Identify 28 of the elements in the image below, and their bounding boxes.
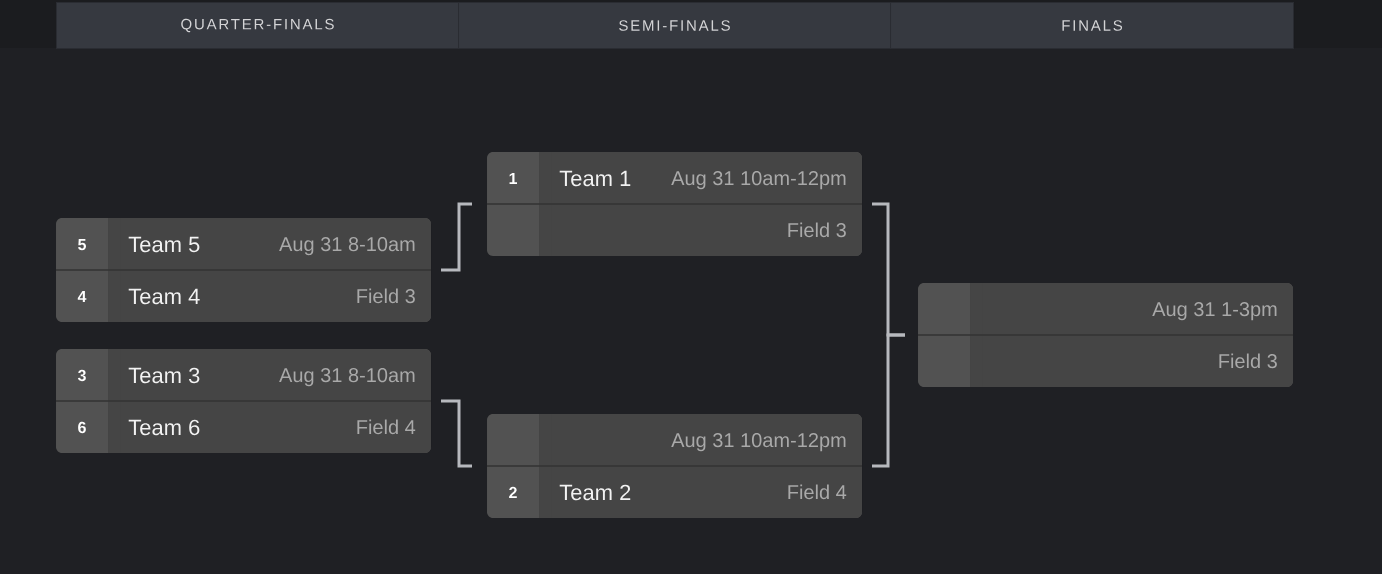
field-name: Field 3 xyxy=(788,222,846,238)
team-name: Team 4 xyxy=(128,288,200,305)
match-time: Aug 31 8-10am xyxy=(279,237,415,256)
field-name: Field 3 xyxy=(357,288,415,304)
seed-number: 4 xyxy=(77,291,87,302)
seed-number: 5 xyxy=(78,239,86,251)
seed-number: 3 xyxy=(77,369,86,382)
column-header: FINALS xyxy=(890,2,1294,49)
team-name: Team 2 xyxy=(559,484,631,501)
seed-number: 6 xyxy=(78,421,86,434)
column-header: QUARTER-FINALS xyxy=(56,2,459,49)
seed-number: 2 xyxy=(509,486,517,498)
match-time: Aug 31 8-10am xyxy=(279,368,415,387)
bracket-connector xyxy=(441,399,472,468)
team-name: Team 6 xyxy=(128,419,200,436)
match-time: Aug 31 10am-12pm xyxy=(671,171,846,190)
field-name: Field 3 xyxy=(1219,353,1277,369)
field-name: Field 4 xyxy=(357,419,416,435)
match-time: Aug 31 10am-12pm xyxy=(671,433,846,452)
team-name: Team 1 xyxy=(559,170,631,187)
bracket-connector xyxy=(441,202,472,272)
match-time: Aug 31 1-3pm xyxy=(1152,302,1277,321)
seed-number: 1 xyxy=(509,173,517,184)
team-name: Team 3 xyxy=(128,367,200,384)
bracket-connector xyxy=(872,333,905,468)
field-name: Field 4 xyxy=(788,484,847,500)
team-name: Team 5 xyxy=(128,236,200,253)
column-header: SEMI-FINALS xyxy=(458,2,891,49)
